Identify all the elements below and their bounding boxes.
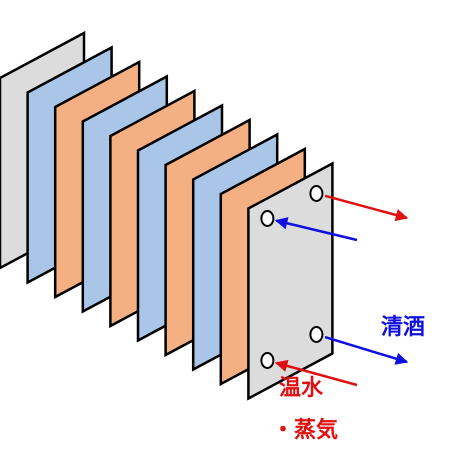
sake-out-arrow xyxy=(324,335,409,365)
hot-water-out-arrow xyxy=(324,194,409,222)
sake-in-arrow xyxy=(274,217,358,242)
port-top-right xyxy=(309,185,324,202)
flow-arrows xyxy=(274,194,409,387)
port-bottom-left xyxy=(260,352,275,369)
ports xyxy=(260,185,324,369)
hot-water-label: 温水 xyxy=(279,376,324,401)
steam-label: ・蒸気 xyxy=(272,418,339,443)
sake-label: 清酒 xyxy=(381,315,426,340)
hot-water-in-arrow xyxy=(274,359,358,387)
plates-stack xyxy=(0,30,334,401)
port-top-left xyxy=(260,210,275,227)
port-bottom-right xyxy=(309,326,324,343)
